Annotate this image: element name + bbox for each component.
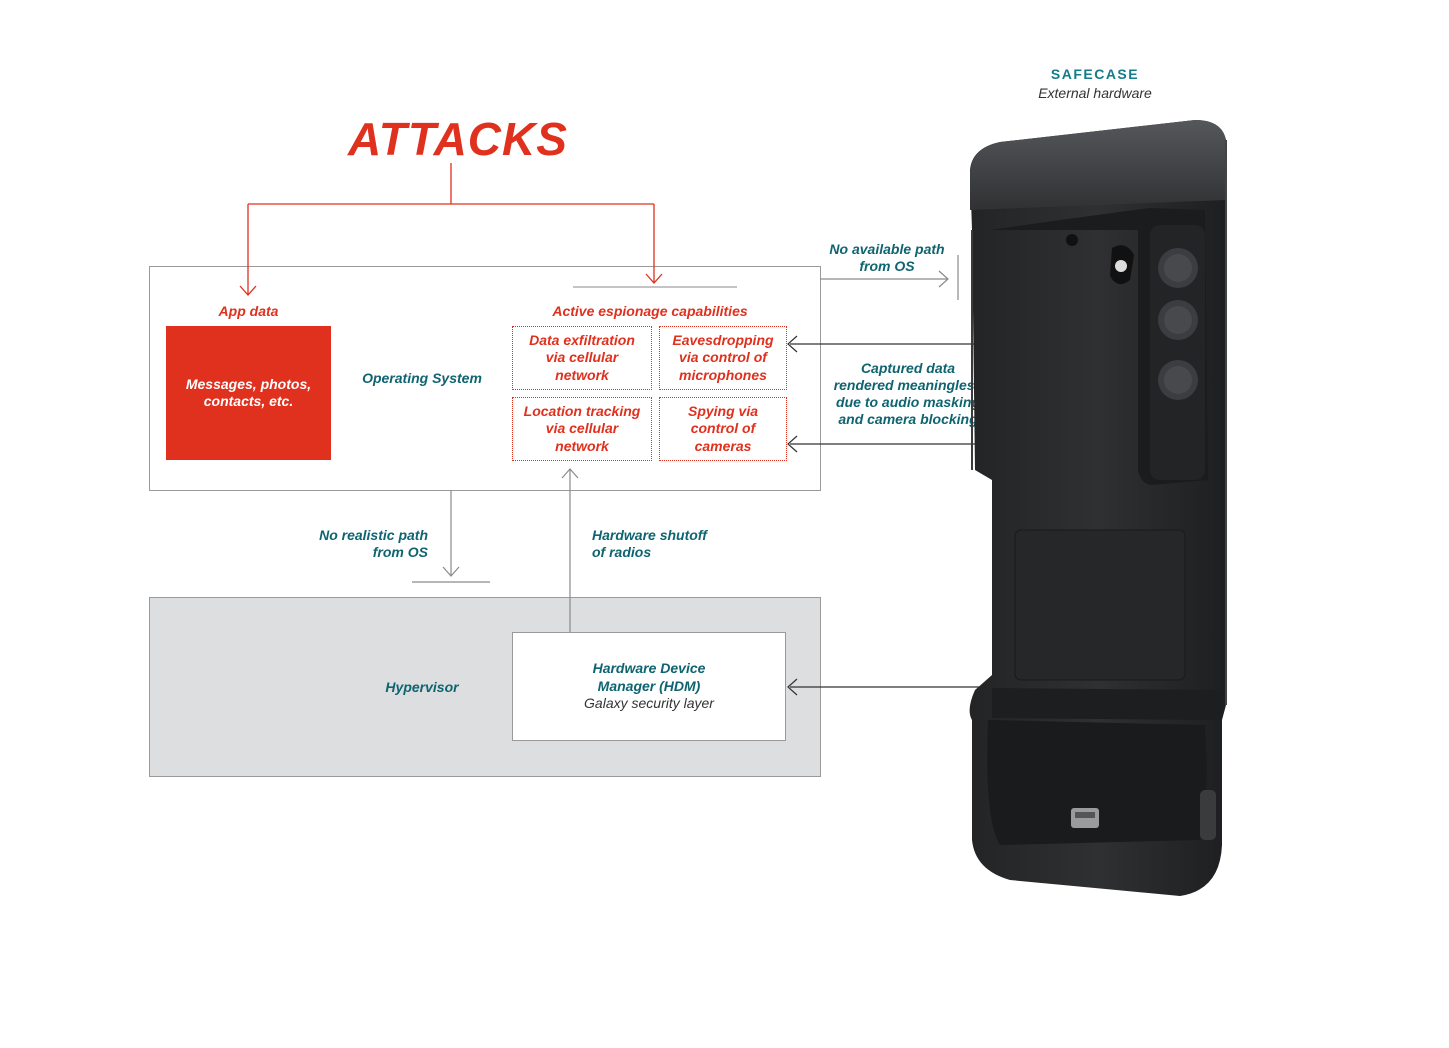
hdm-box: Hardware Device Manager (HDM) Galaxy sec…: [512, 632, 786, 741]
app-data-box: Messages, photos, contacts, etc.: [166, 326, 331, 460]
hardware-shutoff-label: Hardware shutoff of radios: [592, 527, 707, 560]
attacks-title: ATTACKS: [348, 113, 568, 165]
captured-data-label: Captured data rendered meaningless due t…: [833, 360, 983, 427]
hdm-subtitle: Galaxy security layer: [584, 695, 714, 712]
attack-connector: [239, 163, 663, 296]
no-realistic-path-arrow: [412, 490, 490, 583]
no-realistic-path-label: No realistic path from OS: [319, 527, 428, 560]
app-data-heading: App data: [218, 303, 279, 319]
capability-data-exfiltration: Data exfiltration via cellular network: [512, 326, 652, 390]
safecase-brand: SAFECASE: [1050, 66, 1140, 82]
espionage-heading: Active espionage capabilities: [552, 303, 748, 319]
no-available-path-arrow: [820, 255, 959, 300]
external-hardware-label: External hardware: [1038, 85, 1152, 101]
hardware-shutoff-arrow: [561, 468, 579, 632]
safecase-device-image: [969, 120, 1227, 896]
capability-location-tracking: Location tracking via cellular network: [512, 397, 652, 461]
hypervisor-label: Hypervisor: [385, 679, 459, 695]
operating-system-label: Operating System: [362, 370, 482, 386]
capability-camera-spying: Spying via control of cameras: [659, 397, 787, 461]
no-available-path-label: No available path from OS: [829, 241, 945, 274]
hdm-name: Hardware Device Manager (HDM): [592, 660, 706, 694]
device-to-capability-arrows: [787, 335, 1000, 696]
capability-eavesdropping: Eavesdropping via control of microphones: [659, 326, 787, 390]
